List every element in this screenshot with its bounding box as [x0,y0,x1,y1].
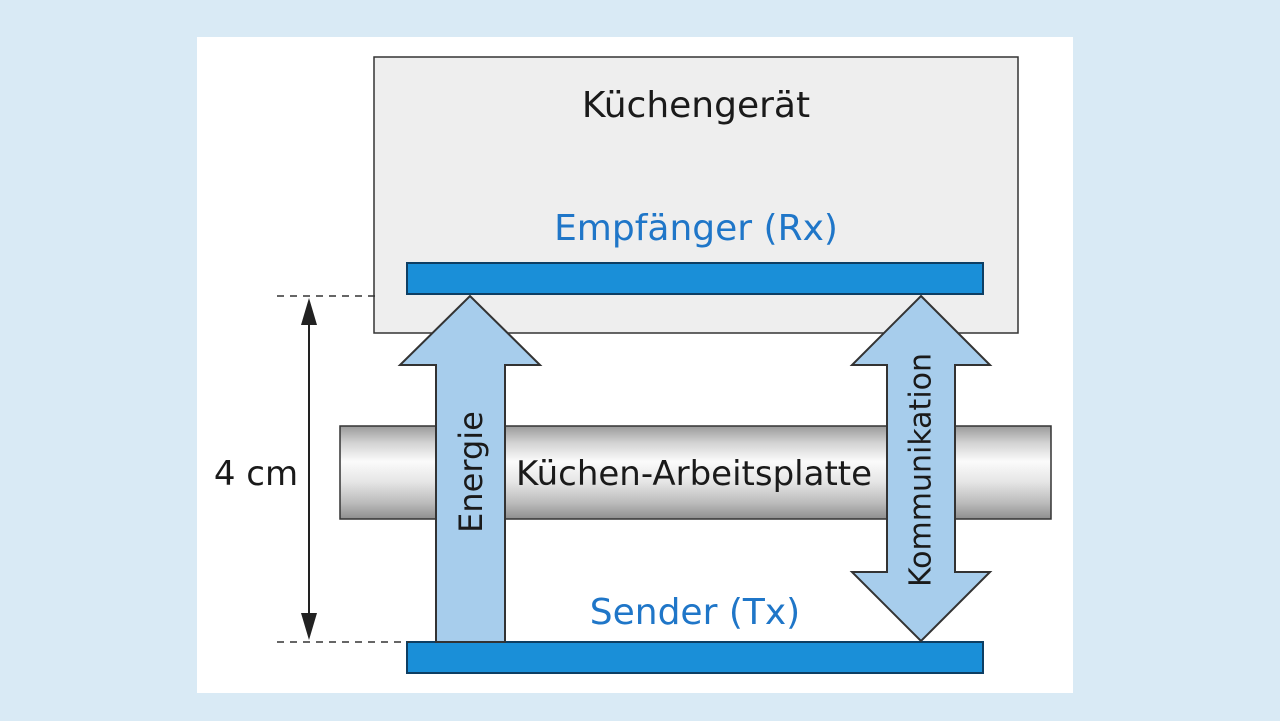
appliance-label: Küchengerät [582,85,810,126]
countertop-label: Küchen-Arbeitsplatte [516,454,872,494]
energy-arrow [397,294,543,643]
dimension-arrowhead-bottom [301,613,317,640]
energy-label: Energie [452,411,490,533]
dimension-arrowhead-top [301,298,317,325]
sender-coil [406,641,984,674]
receiver-coil [406,262,984,295]
distance-label: 4 cm [214,454,298,494]
sender-label: Sender (Tx) [590,592,800,633]
communication-arrow [849,294,993,643]
communication-label: Kommunikation [904,353,939,587]
receiver-label: Empfänger (Rx) [554,208,838,249]
